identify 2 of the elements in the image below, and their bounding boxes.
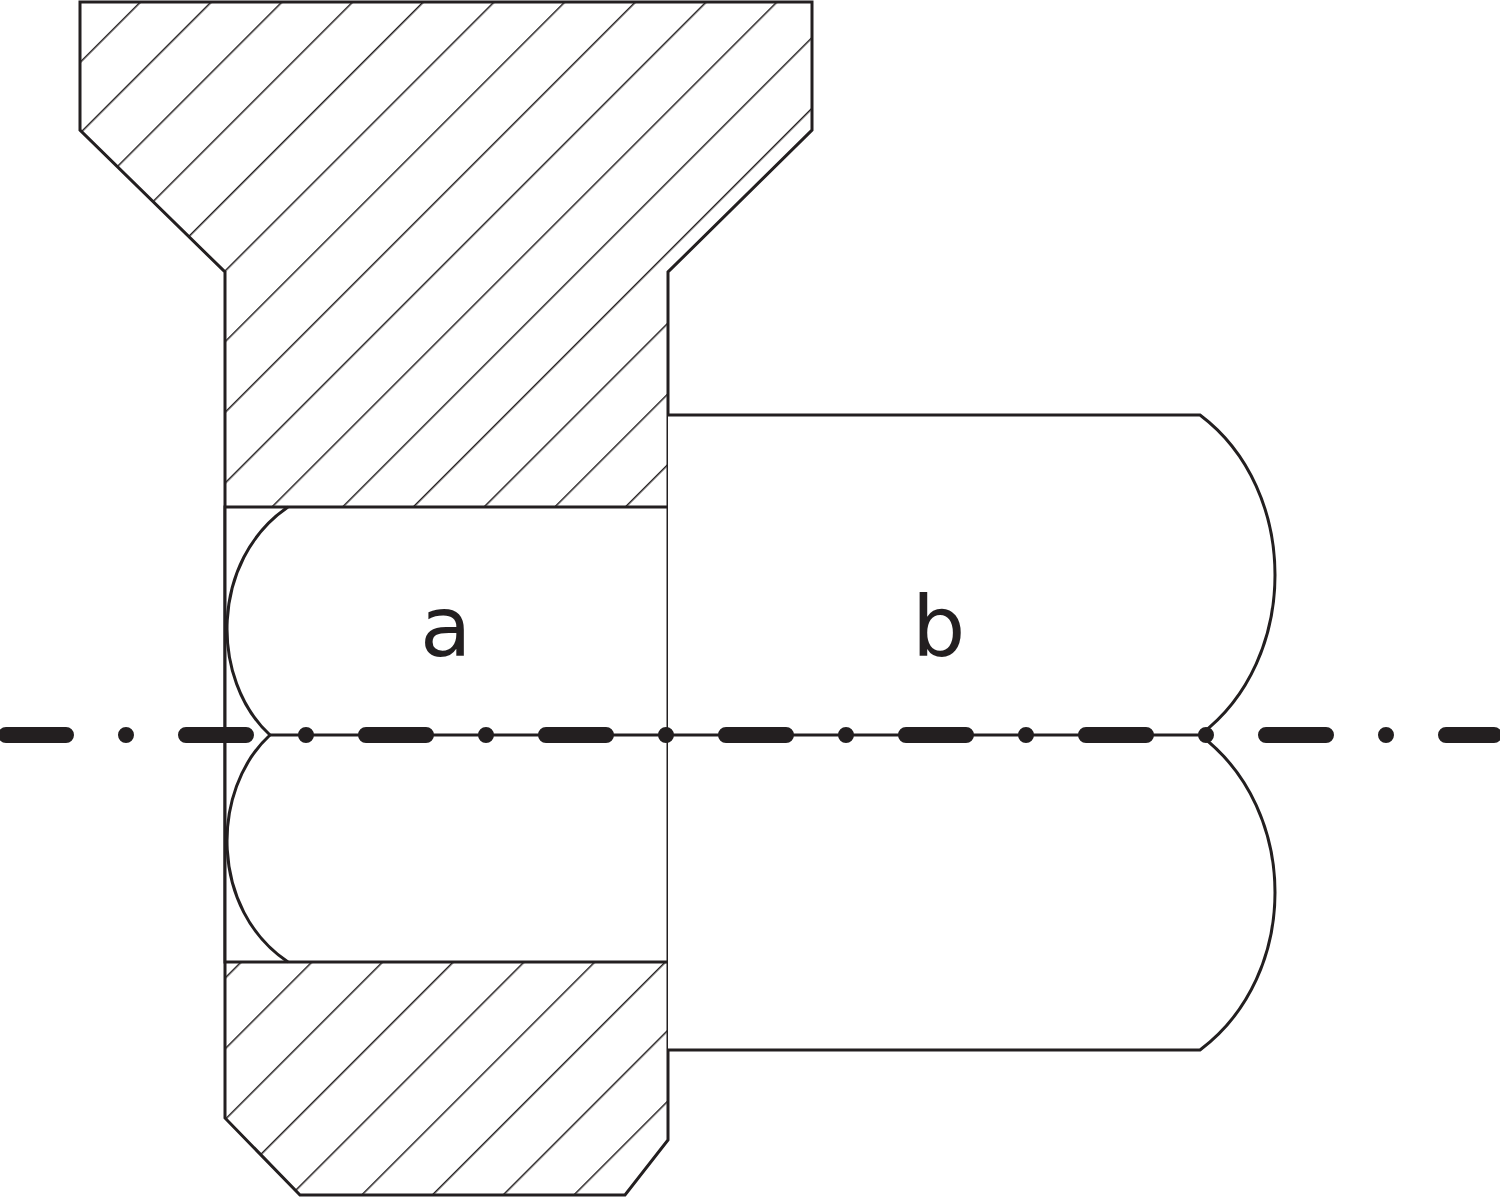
part-label: b: [912, 585, 966, 669]
part-label: a: [420, 585, 472, 669]
